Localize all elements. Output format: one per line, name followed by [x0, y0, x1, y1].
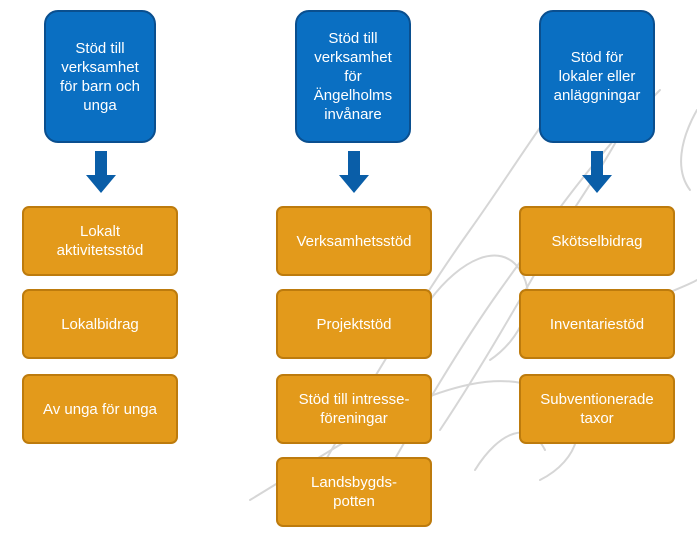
column-3-header: Stöd för lokaler eller anläggningar — [539, 10, 655, 143]
column-2-header: Stöd till verksamhet för Ängelholms invå… — [295, 10, 411, 143]
column-3-item-3: Subventionerade taxor — [519, 374, 675, 444]
column-3-item-1: Skötselbidrag — [519, 206, 675, 276]
column-1-item-3: Av unga för unga — [22, 374, 178, 444]
column-1-header: Stöd till verksamhet för barn och unga — [44, 10, 156, 143]
column-3-item-2: Inventariestöd — [519, 289, 675, 359]
background-curve — [680, 109, 697, 191]
column-2-item-1: Verksamhetsstöd — [276, 206, 432, 276]
column-2-item-3: Stöd till intresse- föreningar — [276, 374, 432, 444]
down-arrow-icon — [86, 151, 116, 193]
column-2-item-2: Projektstöd — [276, 289, 432, 359]
background-curve — [359, 89, 661, 521]
column-1-item-1: Lokalt aktivitetsstöd — [22, 206, 178, 276]
down-arrow-icon — [582, 151, 612, 193]
column-2-item-4: Landsbygds- potten — [276, 457, 432, 527]
column-1-item-2: Lokalbidrag — [22, 289, 178, 359]
down-arrow-icon — [339, 151, 369, 193]
